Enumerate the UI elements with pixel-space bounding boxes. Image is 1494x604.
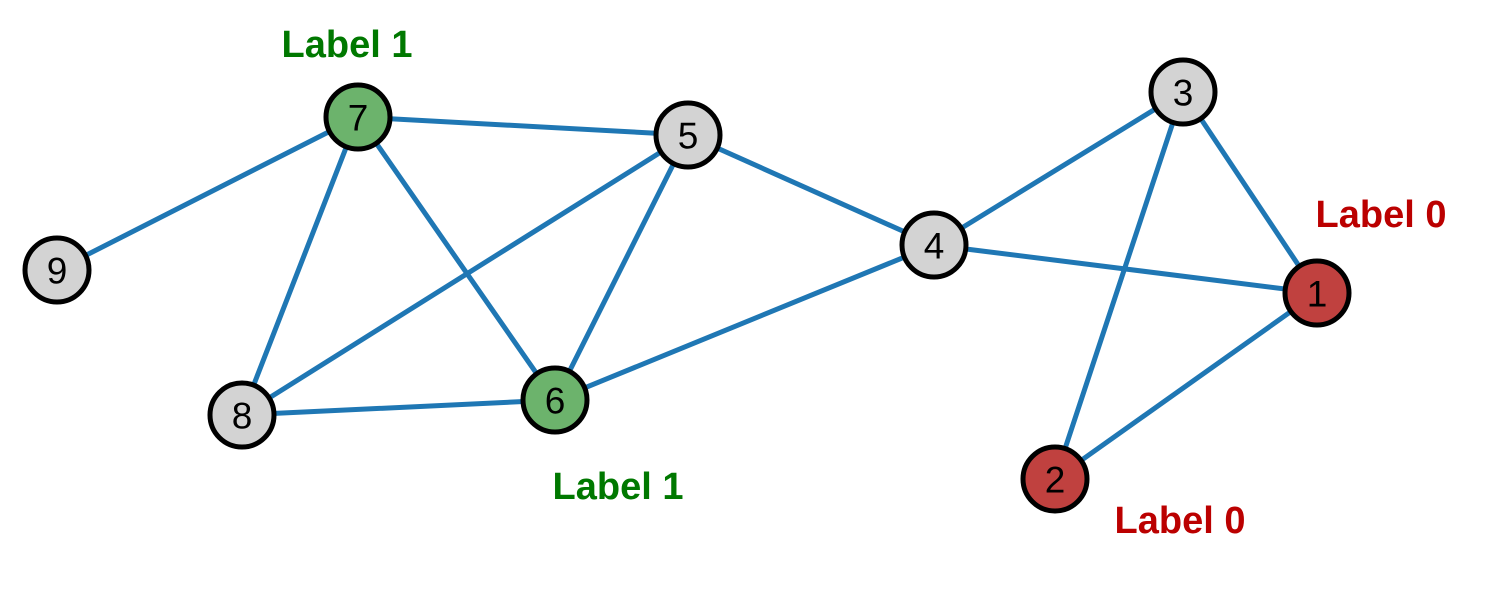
graph-node-1[interactable]: 1	[1282, 258, 1352, 328]
graph-node-label-7: 7	[348, 98, 369, 139]
graph-node-label-8: 8	[232, 396, 253, 437]
graph-node-7[interactable]: 7	[323, 82, 393, 152]
graph-node-circle-4[interactable]	[899, 210, 969, 280]
graph-node-4[interactable]: 4	[899, 210, 969, 280]
annotations-layer: Label 1 Label 1 Label 0 Label 0	[282, 24, 1447, 542]
edges-layer	[54, 89, 1320, 482]
graph-node-label-2: 2	[1045, 460, 1066, 501]
class-annotation-node-2: Label 0	[1115, 500, 1246, 542]
graph-node-circle-1[interactable]	[1282, 258, 1352, 328]
graph-edge-9-7	[54, 114, 361, 273]
graph-node-6[interactable]: 6	[520, 365, 590, 435]
graph-node-circle-7[interactable]	[323, 82, 393, 152]
graph-edge-3-2	[1052, 89, 1186, 482]
graph-edge-8-6	[239, 397, 558, 418]
graph-node-label-5: 5	[678, 116, 699, 157]
graph-node-circle-3[interactable]	[1148, 57, 1218, 127]
graph-node-3[interactable]: 3	[1148, 57, 1218, 127]
graph-node-label-6: 6	[545, 381, 566, 422]
graph-node-circle-6[interactable]	[520, 365, 590, 435]
graph-edge-5-4	[685, 132, 937, 248]
graph-node-label-9: 9	[47, 251, 68, 292]
graph-edge-6-4	[552, 242, 937, 403]
nodes-layer: 9 7 8 6 5 4 3 1 2	[22, 57, 1352, 514]
graph-node-circle-2[interactable]	[1020, 444, 1090, 514]
graph-node-9[interactable]: 9	[22, 235, 92, 305]
graph-node-label-4: 4	[924, 226, 945, 267]
class-annotation-node-7: Label 1	[282, 24, 413, 66]
graph-node-circle-9[interactable]	[22, 235, 92, 305]
class-annotation-node-6: Label 1	[553, 466, 684, 508]
class-annotation-node-1: Label 0	[1316, 194, 1447, 236]
graph-edge-7-8	[239, 114, 361, 418]
graph-node-5[interactable]: 5	[653, 100, 723, 170]
graph-node-2[interactable]: 2	[1020, 444, 1090, 514]
graph-node-circle-5[interactable]	[653, 100, 723, 170]
graph-node-label-1: 1	[1307, 274, 1328, 315]
graph-edge-2-1	[1052, 290, 1320, 482]
graph-edge-8-5	[239, 132, 691, 418]
graph-edge-6-5	[552, 132, 691, 403]
graph-edge-3-1	[1180, 89, 1320, 296]
graph-node-circle-8[interactable]	[207, 380, 277, 450]
graph-node-label-3: 3	[1173, 73, 1194, 114]
graph-edge-4-3	[931, 89, 1186, 248]
graph-edge-7-6	[355, 114, 558, 403]
graph-node-8[interactable]: 8	[207, 380, 277, 450]
graph-edge-7-5	[355, 114, 691, 138]
